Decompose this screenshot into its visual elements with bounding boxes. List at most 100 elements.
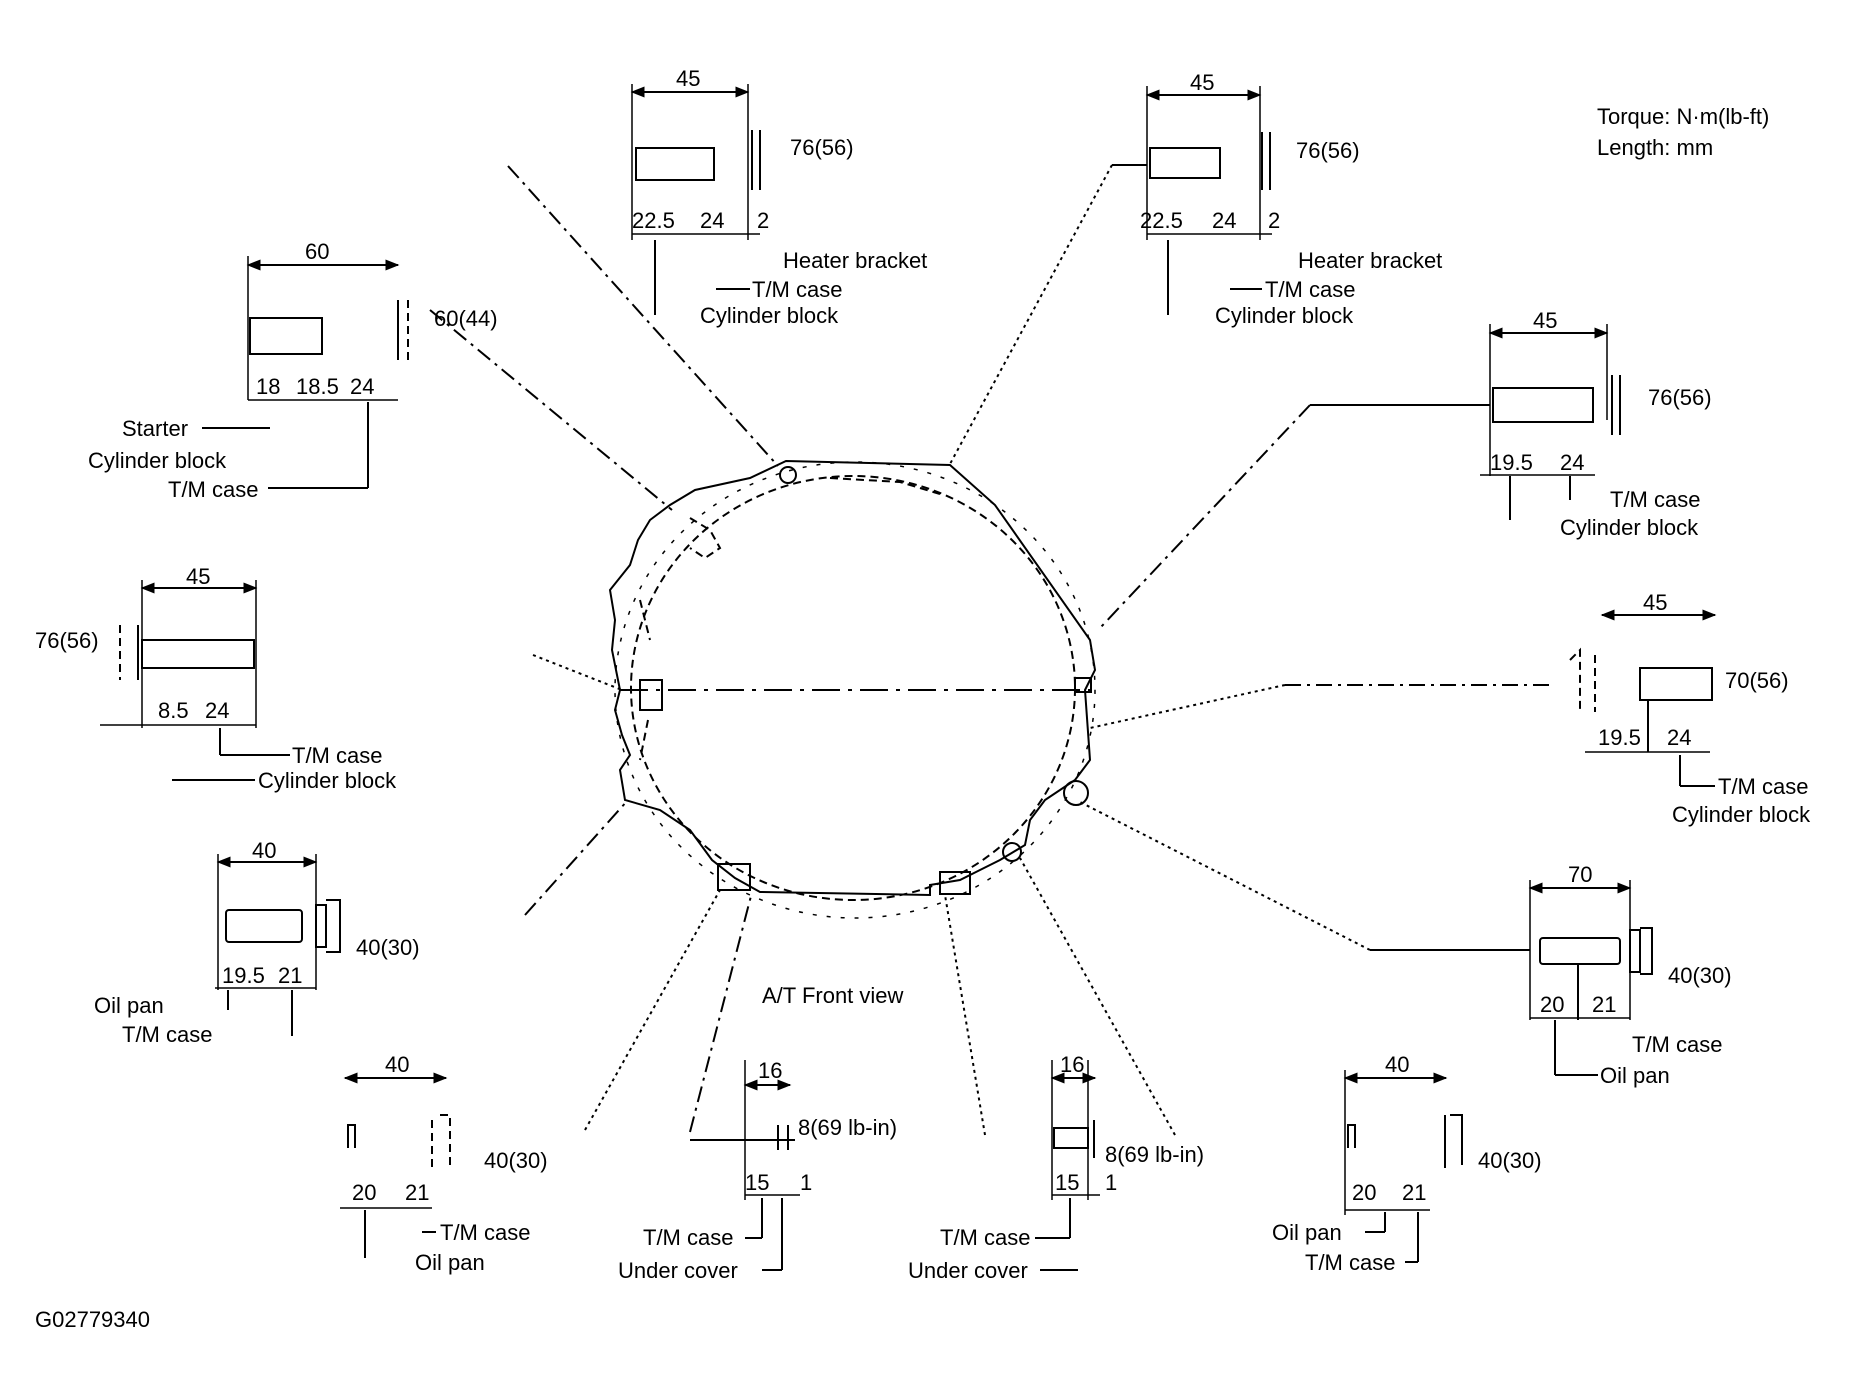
bolt-washer bbox=[1450, 1114, 1463, 1165]
dim-segment-2: 1 bbox=[800, 1170, 812, 1195]
bolt-boss-lower-right bbox=[1063, 780, 1089, 806]
bolt-shank bbox=[1149, 147, 1221, 179]
label-oil-pan: Oil pan bbox=[94, 993, 164, 1018]
leader-bottom-right bbox=[1019, 857, 1176, 1136]
label-block: Cylinder block bbox=[88, 448, 227, 473]
label-oil-pan: Oil pan bbox=[415, 1250, 485, 1275]
label-tm-case: T/M case bbox=[1265, 277, 1355, 302]
bolt-head bbox=[315, 904, 327, 948]
label-block: Cylinder block bbox=[1215, 303, 1354, 328]
label-bracket: Heater bracket bbox=[1298, 248, 1442, 273]
legend: Torque: N·m(lb-ft) Length: mm bbox=[1597, 104, 1769, 160]
bolt-boss-right bbox=[1074, 677, 1092, 693]
dim-segment-1: 15 bbox=[1055, 1170, 1079, 1195]
bolt-torque: 76(56) bbox=[1296, 138, 1360, 163]
bolt-shank bbox=[635, 147, 715, 181]
label-tm-case: T/M case bbox=[1610, 487, 1700, 512]
bolt-boss-lower bbox=[1002, 842, 1022, 862]
label-tm-case: T/M case bbox=[1718, 774, 1808, 799]
leader-bottom-center-left bbox=[689, 891, 753, 1133]
bolt-length: 45 bbox=[1643, 590, 1667, 615]
label-under-cover: Under cover bbox=[908, 1258, 1028, 1283]
bolt-left-mid: 45 76(56) 8.5 24 T/M case Cylinder block bbox=[35, 564, 397, 793]
bolt-bottom-right: 40 40(30) 20 21 Oil pan T/M case bbox=[1272, 1052, 1542, 1275]
leader-bottom-center-right bbox=[944, 894, 986, 1136]
dim-segment-2: 21 bbox=[1592, 992, 1616, 1017]
label-tm-case: T/M case bbox=[292, 743, 382, 768]
bolt-shank bbox=[1492, 387, 1594, 423]
dim-segment-1: 18 bbox=[256, 374, 280, 399]
dim-segment-2: 18.5 bbox=[296, 374, 339, 399]
leader-right-upper bbox=[1099, 404, 1311, 629]
bolt-shank bbox=[249, 317, 323, 355]
bolt-washer bbox=[1569, 647, 1581, 712]
figure-id: G02779340 bbox=[35, 1307, 150, 1332]
bolt-right-upper: 45 76(56) 19.5 24 T/M case Cylinder bloc… bbox=[1480, 308, 1712, 540]
dim-segment-1: 20 bbox=[352, 1180, 376, 1205]
bolt-right-mid: 45 70(56) 19.5 24 T/M case Cylinder bloc… bbox=[1569, 590, 1811, 827]
dim-segment-1: 19.5 bbox=[1598, 725, 1641, 750]
bolt-length: 45 bbox=[186, 564, 210, 589]
bolt-boss-bottom-left bbox=[717, 863, 751, 891]
dim-segment-1: 8.5 bbox=[158, 698, 189, 723]
leader-lines bbox=[429, 164, 1550, 1136]
bolt-boss-top bbox=[779, 466, 797, 484]
leader-right-lower bbox=[1079, 801, 1371, 951]
bolt-left-lower: 40 40(30) 19.5 21 Oil pan T/M case bbox=[94, 838, 420, 1047]
bolt-length: 16 bbox=[1060, 1052, 1084, 1077]
bolt-head bbox=[1347, 1124, 1356, 1148]
bolt-torque: 76(56) bbox=[35, 628, 99, 653]
bolt-shank bbox=[141, 639, 255, 669]
bolt-shank bbox=[1539, 937, 1621, 965]
bolt-head bbox=[1629, 929, 1641, 973]
dim-segment-3: 2 bbox=[757, 208, 769, 233]
bolt-torque: 40(30) bbox=[1478, 1148, 1542, 1173]
bolt-length: 40 bbox=[1385, 1052, 1409, 1077]
leader-left-lower bbox=[524, 799, 629, 916]
leader-starter bbox=[429, 309, 673, 511]
label-tm-case: T/M case bbox=[1632, 1032, 1722, 1057]
dim-segment-2: 24 bbox=[205, 698, 229, 723]
label-tm-case: T/M case bbox=[440, 1220, 530, 1245]
label-block: Cylinder block bbox=[1672, 802, 1811, 827]
bolt-torque: 40(30) bbox=[484, 1148, 548, 1173]
bolt-starter: 60 60(44) 18 18.5 24 Starter Cylinder bl… bbox=[88, 239, 498, 502]
bolt-torque: 8(69 lb-in) bbox=[1105, 1142, 1204, 1167]
dim-segment-2: 1 bbox=[1105, 1170, 1117, 1195]
bolt-head bbox=[347, 1124, 356, 1148]
dim-segment-1: 20 bbox=[1540, 992, 1564, 1017]
dim-segment-3: 24 bbox=[350, 374, 374, 399]
dim-segment-2: 24 bbox=[1560, 450, 1584, 475]
bolt-torque: 40(30) bbox=[1668, 963, 1732, 988]
label-tm-case: T/M case bbox=[1305, 1250, 1395, 1275]
label-tm-case: T/M case bbox=[940, 1225, 1030, 1250]
label-tm-case: T/M case bbox=[643, 1225, 733, 1250]
label-oil-pan: Oil pan bbox=[1272, 1220, 1342, 1245]
bolt-length: 16 bbox=[758, 1058, 782, 1083]
label-under-cover: Under cover bbox=[618, 1258, 738, 1283]
transmission-housing bbox=[608, 459, 1097, 919]
bolt-bottom-center-left: 16 8(69 lb-in) 15 1 T/M case Under cover bbox=[618, 1058, 897, 1283]
housing-outline bbox=[608, 459, 1097, 897]
bolt-bottom-center-right: 16 8(69 lb-in) 15 1 T/M case Under cover bbox=[908, 1052, 1204, 1283]
bolt-length: 45 bbox=[676, 66, 700, 91]
label-tm-case: T/M case bbox=[752, 277, 842, 302]
legend-length: Length: mm bbox=[1597, 135, 1713, 160]
dim-segment-1: 20 bbox=[1352, 1180, 1376, 1205]
bolt-torque: 70(56) bbox=[1725, 668, 1789, 693]
leader-top-left bbox=[507, 165, 779, 467]
bolt-torque: 76(56) bbox=[790, 135, 854, 160]
converter-bore bbox=[630, 475, 1076, 901]
leader-left-mid bbox=[532, 654, 623, 691]
dim-segment-2: 21 bbox=[278, 963, 302, 988]
bolt-shank bbox=[1053, 1127, 1089, 1149]
bolt-torque: 8(69 lb-in) bbox=[798, 1115, 897, 1140]
housing-detail-b bbox=[829, 477, 941, 495]
bolt-boss-left bbox=[639, 679, 663, 711]
label-starter: Starter bbox=[122, 416, 188, 441]
dim-segment-1: 15 bbox=[745, 1170, 769, 1195]
bolt-washer bbox=[1640, 927, 1653, 975]
bolt-top-left: 45 76(56) 22.5 24 2 Heater bracket T/M c… bbox=[630, 66, 927, 328]
bolt-length: 40 bbox=[252, 838, 276, 863]
view-label: A/T Front view bbox=[762, 983, 904, 1008]
